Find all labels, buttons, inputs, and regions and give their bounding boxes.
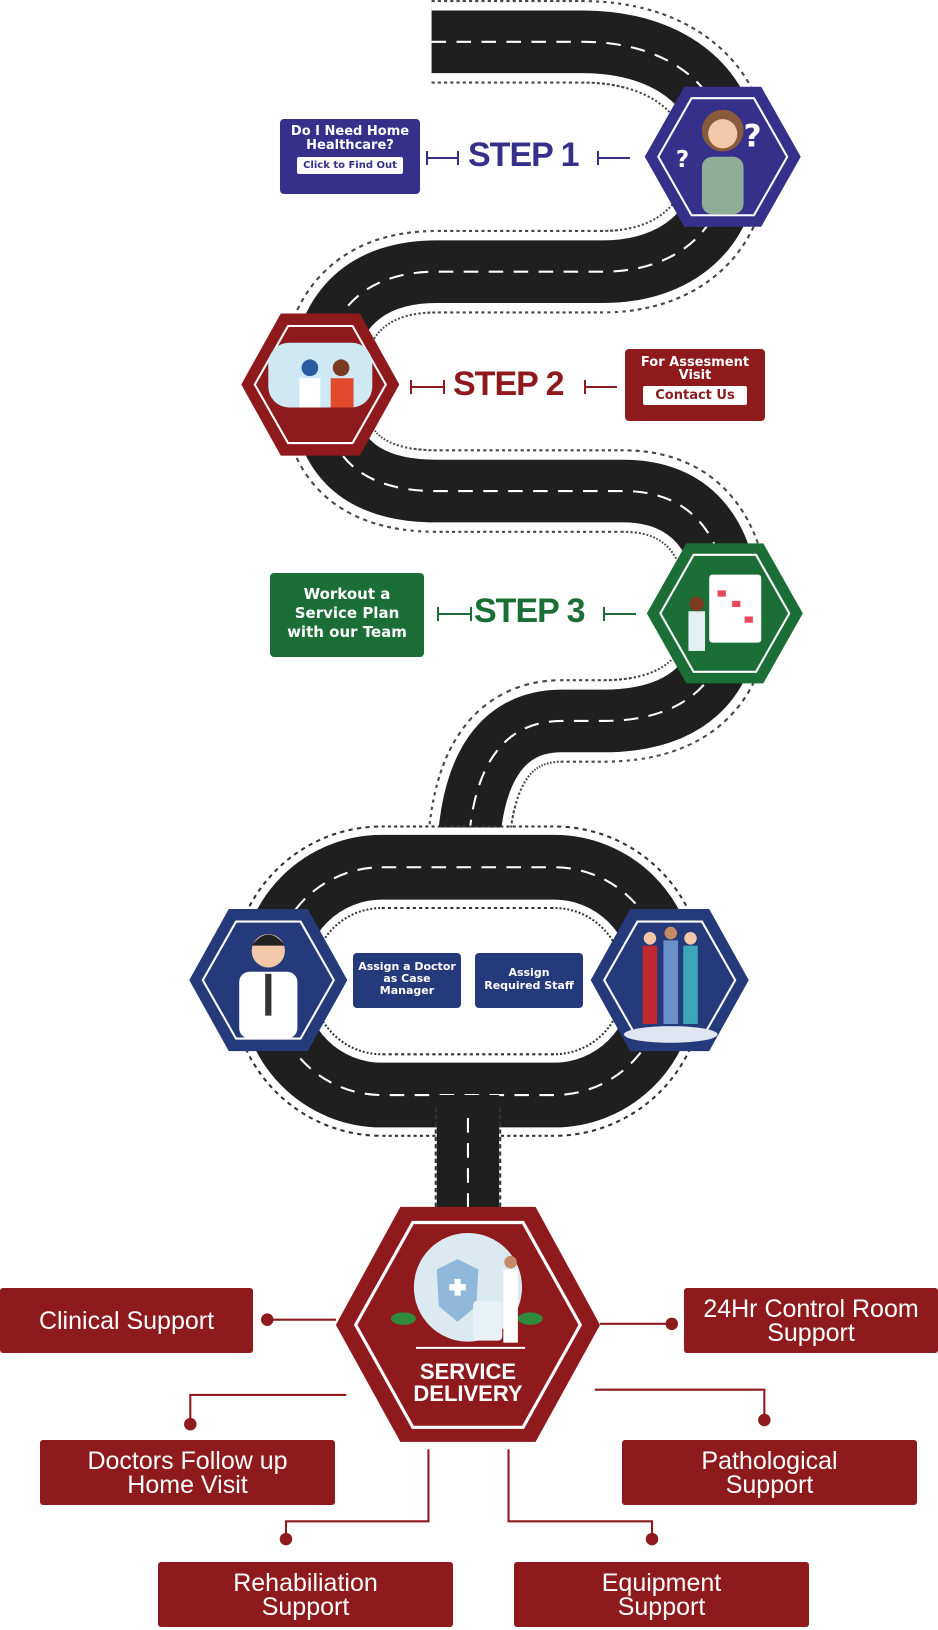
step1-connector-right [597,151,630,165]
svg-text:?: ? [676,147,689,173]
service-control-room-support: 24Hr Control Room Support [684,1288,938,1353]
service-title-line2: DELIVERY [413,1381,523,1406]
assign-staff-box: Assign Required Staff [475,953,583,1008]
doctor-hexagon [189,909,348,1052]
service-equipment-support: Equipment Support [514,1562,809,1627]
step1-info-box: Do I Need Home Healthcare? Click to Find… [280,119,420,194]
step3-hexagon [646,543,803,684]
step2-connector-right [584,380,617,394]
step1-label: STEP 1 [468,136,580,174]
service-rehabilitation-support: Rehabiliation Support [158,1562,453,1627]
step1-hexagon: ? ? [644,86,801,227]
step1-connector-left [426,151,459,165]
step3-info-box: Workout a Service Plan with our Team [270,573,424,657]
find-out-button[interactable]: Click to Find Out [297,157,403,174]
service-delivery-title: SERVICE DELIVERY [390,1361,546,1405]
step3-connector-right [603,607,636,621]
step1-question: Do I Need Home Healthcare? [290,124,410,153]
contact-us-button[interactable]: Contact Us [643,386,747,405]
step2-connector-left [410,380,445,394]
step2-info-box: For Assesment Visit Contact Us [625,349,765,421]
step2-assessment-text: For Assesment Visit [640,355,750,383]
service-doctor-follow-up: Doctors Follow up Home Visit [40,1440,335,1505]
step2-label: STEP 2 [453,365,565,403]
step3-connector-left [437,607,472,621]
step3-label: STEP 3 [474,592,586,630]
service-delivery-hexagon [335,1206,601,1442]
service-connectors [189,1318,766,1539]
service-title-line1: SERVICE [419,1359,517,1384]
service-clinical-support: Clinical Support [0,1288,253,1353]
assign-doctor-box: Assign a Doctor as Case Manager [353,953,461,1008]
svg-text:?: ? [744,118,762,154]
service-pathological-support: Pathological Support [622,1440,917,1505]
step2-hexagon [241,313,400,456]
connector-dots [184,1313,771,1546]
staff-hexagon [590,909,749,1052]
